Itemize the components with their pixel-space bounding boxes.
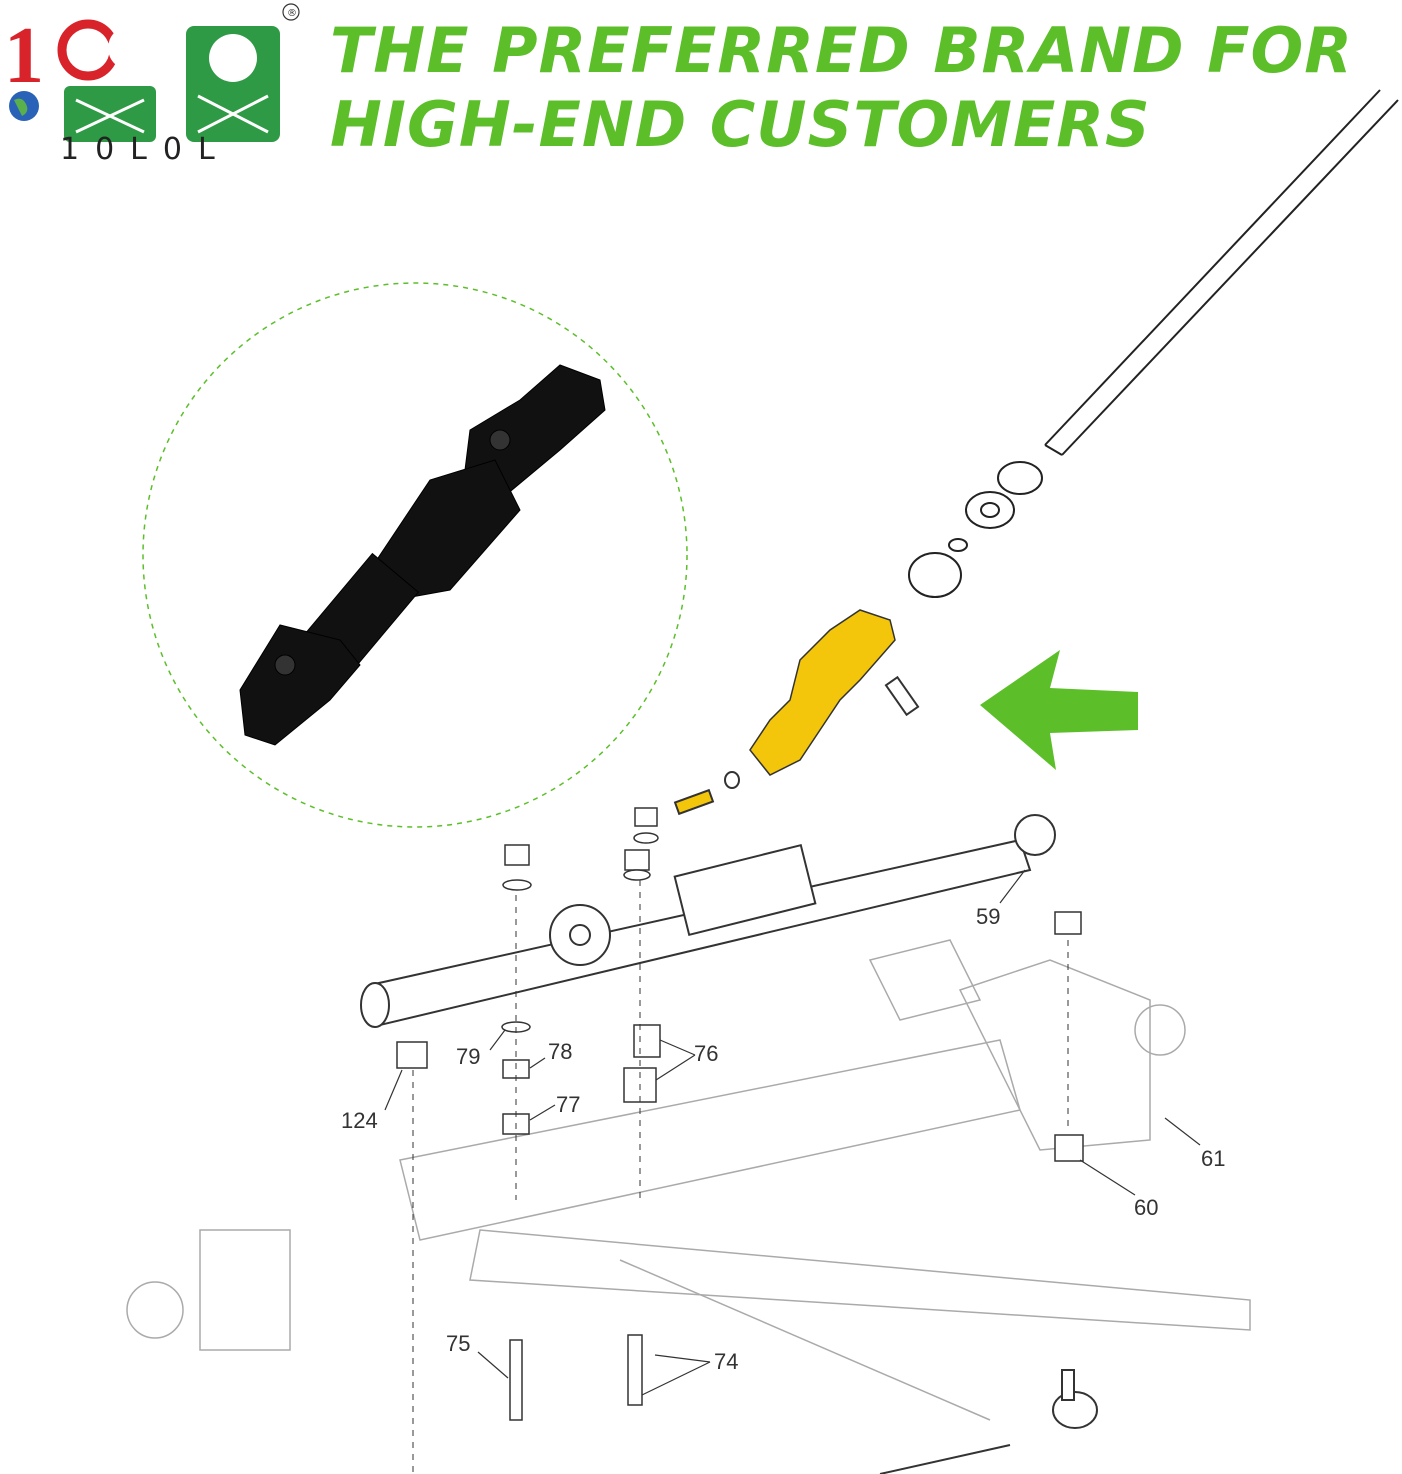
- callout-79: 79: [456, 1044, 480, 1069]
- callout-59: 59: [976, 904, 1000, 929]
- callout-78: 78: [548, 1039, 572, 1064]
- headline-line-2: HIGH-END CUSTOMERS: [330, 88, 1151, 161]
- lower-tie-rod: [879, 1369, 1098, 1474]
- brand-logo: 1 ® 10L0L: [0, 0, 300, 170]
- headline: THE PREFERRED BRAND FOR HIGH-END CUSTOME…: [330, 14, 1390, 162]
- logo-mark: 1 ®: [4, 3, 300, 142]
- callout-124: 124: [341, 1108, 378, 1133]
- callout-74: 74: [714, 1349, 738, 1374]
- bolt-and-washer: [673, 675, 920, 816]
- steering-rack: [360, 814, 1056, 1028]
- guide-lines: [412, 880, 1069, 1474]
- logo-text: 10L0L: [60, 132, 231, 167]
- upper-steering-column: [1044, 89, 1399, 456]
- steering-shaft-photo: [239, 364, 606, 746]
- callout-77: 77: [556, 1092, 580, 1117]
- registered-mark: ®: [287, 8, 297, 19]
- highlighted-shaft-part: [749, 609, 896, 776]
- washers-and-clips: [908, 461, 1043, 598]
- axle-frame: [126, 939, 1251, 1421]
- callout-61: 61: [1201, 1146, 1225, 1171]
- green-arrow-icon: [980, 650, 1138, 770]
- callout-60: 60: [1134, 1195, 1158, 1220]
- callout-76: 76: [694, 1041, 718, 1066]
- product-highlight-circle: [142, 282, 688, 828]
- svg-text:1: 1: [4, 12, 44, 100]
- leader-lines: [384, 869, 1201, 1396]
- headline-line-1: THE PREFERRED BRAND FOR: [330, 14, 1353, 87]
- callout-75: 75: [446, 1331, 470, 1356]
- fasteners: [396, 807, 1084, 1421]
